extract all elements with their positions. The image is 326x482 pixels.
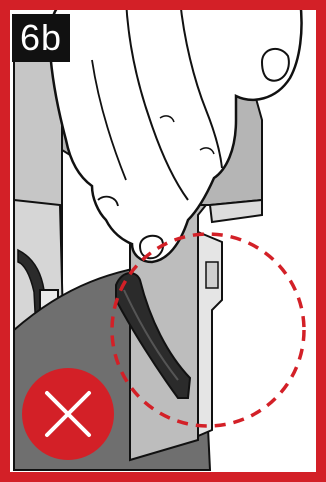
step-label: 6b [12,14,70,62]
wrong-badge [22,368,114,460]
bracket-tab [206,262,218,288]
fingernail-1 [262,49,289,81]
